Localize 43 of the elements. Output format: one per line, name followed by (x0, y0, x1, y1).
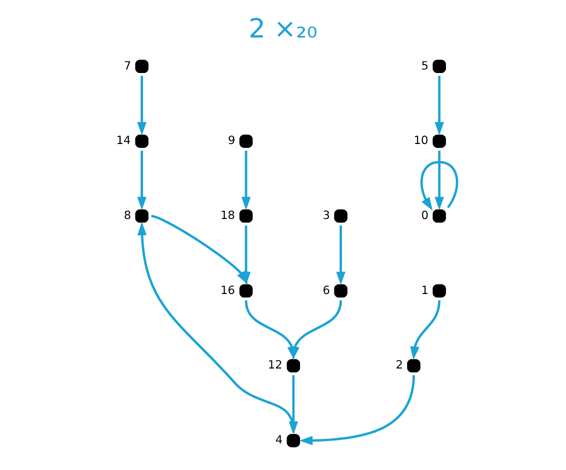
node-label: 16 (220, 282, 235, 297)
arrow (434, 150, 444, 210)
node-circle (432, 60, 446, 73)
node-circle (432, 134, 446, 148)
node-label: 1 (421, 282, 429, 297)
node-circle (432, 209, 446, 223)
node-label: 6 (322, 282, 330, 297)
node-label: 12 (268, 358, 282, 372)
node-label: 14 (116, 133, 131, 148)
node-label: 4 (275, 432, 283, 447)
arrow (288, 375, 298, 435)
node-circle (135, 209, 148, 223)
node-label: 18 (220, 208, 235, 222)
node-circle (135, 60, 148, 73)
node-circle (239, 284, 253, 298)
node-circle (239, 209, 253, 223)
arrow (410, 300, 440, 360)
arrow (336, 226, 346, 285)
arrow (151, 214, 248, 284)
node-circle (432, 284, 446, 298)
arrow (299, 375, 415, 446)
node-label: 3 (322, 208, 330, 222)
node-circle (334, 209, 348, 223)
node-label: 2 (396, 358, 403, 372)
node-circle (286, 359, 300, 372)
node-label: 9 (228, 133, 236, 148)
node-circle (286, 434, 300, 448)
node-label: 8 (124, 208, 132, 222)
node-label: 10 (414, 133, 428, 148)
node-circle (239, 134, 253, 148)
node-label: 0 (421, 208, 429, 222)
arrow (434, 76, 444, 136)
diagram-title: 2 ×₂₀ (248, 13, 318, 44)
arrow (420, 160, 458, 211)
node-label: 5 (421, 58, 429, 72)
arrow (290, 300, 342, 360)
node-label: 7 (124, 58, 132, 72)
arrow (241, 150, 251, 210)
arrow (137, 76, 146, 136)
node-circle (334, 284, 348, 298)
arrow (137, 150, 146, 210)
node-circle (407, 359, 420, 372)
node-circle (135, 134, 148, 148)
